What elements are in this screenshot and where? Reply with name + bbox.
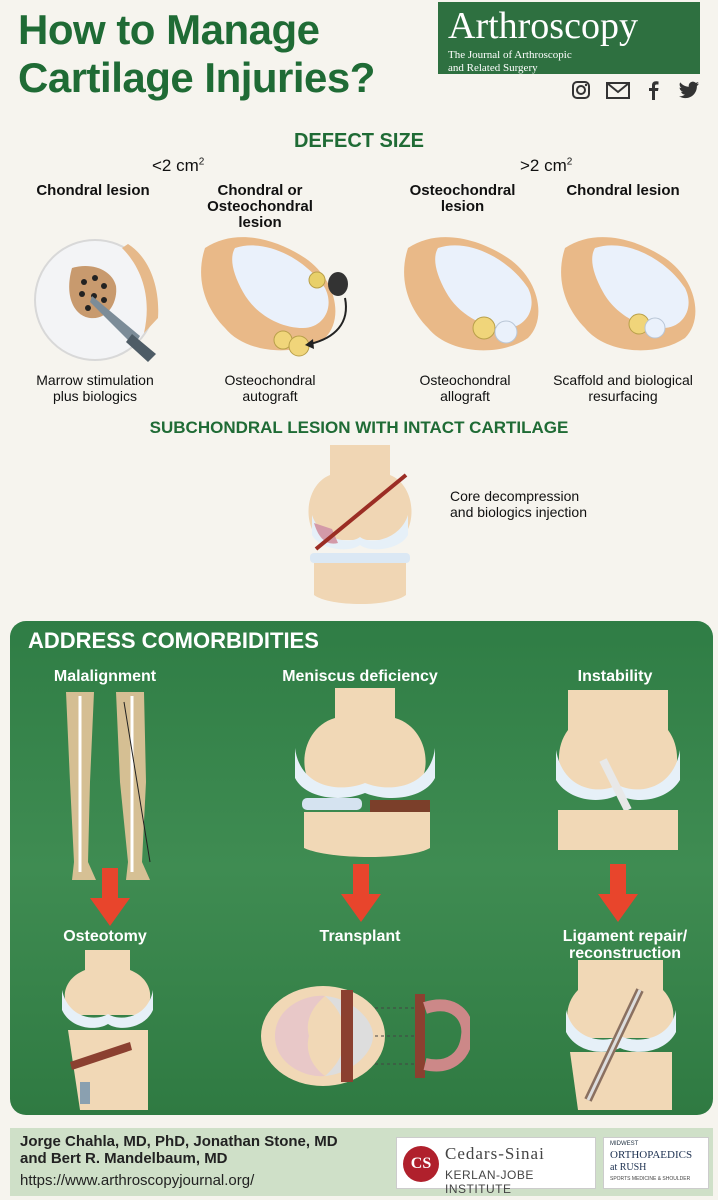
col2-caption-line-1: Osteochondral [224, 372, 316, 388]
col1-caption: Marrow stimulation plus biologics [15, 372, 175, 404]
title-line-1: How to Manage [18, 6, 320, 53]
treatment-ligament: Ligament repair/ reconstruction [540, 928, 710, 962]
rush-line-1: MIDWEST [610, 1141, 639, 1147]
cedars-name: Cedars-Sinai [445, 1144, 545, 1163]
instagram-icon[interactable] [570, 80, 592, 100]
treatment-transplant: Transplant [270, 928, 450, 945]
journal-name: Arthroscopy [448, 5, 638, 47]
arrow-down-icon [598, 864, 638, 922]
subchondral-caption-line-2: and biologics injection [450, 504, 587, 520]
problem-malalignment: Malalignment [30, 668, 180, 685]
arrow-down-icon [341, 864, 381, 922]
journal-logo[interactable]: Arthroscopy The Journal of Arthroscopic … [438, 2, 700, 74]
twitter-icon[interactable] [678, 80, 700, 100]
cedars-sinai-logo[interactable]: CS Cedars-Sinai KERLAN-JOBE INSTITUTE [396, 1137, 596, 1196]
osteochondral-autograft-illustration [201, 237, 348, 357]
meniscus-transplant-illustration [261, 986, 470, 1086]
col4-heading-line: Chondral lesion [566, 182, 680, 199]
col3-caption: Osteochondral allograft [390, 372, 540, 404]
treatment-ligament-line-1: Ligament repair/ [562, 928, 688, 945]
large-size-text: >2 cm [520, 156, 567, 175]
problem-instability: Instability [550, 668, 680, 685]
small-size-label: <2 cm2 [152, 156, 204, 176]
col2-caption: Osteochondral autograft [195, 372, 345, 404]
col2-heading-line-3: lesion [238, 214, 282, 231]
subchondral-caption: Core decompression and biologics injecti… [450, 488, 630, 520]
arrow-down-icon [90, 868, 130, 926]
journal-subtitle-line-1: The Journal of Arthroscopic [448, 49, 572, 61]
malalignment-legs-illustration [66, 692, 151, 880]
col3-caption-line-1: Osteochondral [419, 372, 511, 388]
journal-subtitle: The Journal of Arthroscopic and Related … [448, 49, 690, 75]
journal-url-link[interactable]: https://www.arthroscopyjournal.org/ [20, 1172, 255, 1189]
title-line-2: Cartilage Injuries? [18, 54, 375, 101]
col1-caption-line-1: Marrow stimulation [36, 372, 154, 388]
treatment-transplant-text: Transplant [319, 928, 401, 945]
subchondral-heading: SUBCHONDRAL LESION WITH INTACT CARTILAGE [149, 418, 569, 437]
osteochondral-allograft-illustration [404, 237, 539, 351]
defect-size-heading: DEFECT SIZE [293, 130, 424, 152]
authors-line-1: Jorge Chahla, MD, PhD, Jonathan Stone, M… [20, 1133, 338, 1150]
core-decompression-illustration [308, 445, 412, 604]
social-links [570, 80, 700, 100]
col1-heading: Chondral lesion [18, 183, 168, 199]
col4-caption-line-2: resurfacing [588, 388, 658, 404]
authors-line-2: and Bert R. Mandelbaum, MD [20, 1150, 228, 1167]
treatment-osteotomy-text: Osteotomy [63, 928, 147, 945]
problem-meniscus-text: Meniscus deficiency [282, 668, 438, 685]
col3-heading-line-2: lesion [440, 198, 485, 215]
col2-heading: Chondral or Osteochondral lesion [190, 183, 330, 231]
mail-icon[interactable] [606, 80, 630, 100]
authors: Jorge Chahla, MD, PhD, Jonathan Stone, M… [20, 1133, 338, 1167]
subchondral-caption-line-1: Core decompression [450, 488, 580, 504]
small-size-text: <2 cm [152, 156, 199, 175]
marrow-stimulation-illustration [34, 239, 159, 362]
col2-heading-line-1: Chondral or [217, 182, 303, 199]
treatment-osteotomy: Osteotomy [30, 928, 180, 945]
large-size-sup: 2 [566, 156, 573, 168]
col1-caption-line-2: plus biologics [52, 388, 138, 404]
problem-meniscus: Meniscus deficiency [270, 668, 450, 685]
rush-line-3: at RUSH [610, 1162, 647, 1173]
col2-caption-line-2: autograft [242, 388, 298, 404]
meniscus-knee-illustration [295, 688, 435, 857]
rush-line-2: ORTHOPAEDICS [610, 1149, 693, 1161]
page-title: How to Manage Cartilage Injuries? [18, 6, 375, 102]
scaffold-resurfacing-illustration [561, 237, 696, 351]
large-size-label: >2 cm2 [520, 156, 572, 176]
col4-caption-line-1: Scaffold and biological [553, 372, 693, 388]
osteotomy-knee-illustration [62, 950, 153, 1110]
col4-caption: Scaffold and biological resurfacing [538, 372, 708, 404]
ligament-reconstruction-illustration [566, 960, 676, 1110]
col3-heading: Osteochondral lesion [390, 183, 535, 215]
col3-heading-line-1: Osteochondral [409, 182, 516, 199]
cedars-monogram-icon: CS [403, 1146, 439, 1182]
instability-knee-illustration [556, 690, 680, 850]
small-size-sup: 2 [198, 156, 205, 168]
journal-subtitle-line-2: and Related Surgery [448, 62, 538, 74]
col2-heading-line-2: Osteochondral [207, 198, 313, 215]
facebook-icon[interactable] [642, 80, 664, 100]
problem-malalignment-text: Malalignment [53, 668, 157, 685]
col3-caption-line-2: allograft [440, 388, 490, 404]
rush-line-4: SPORTS MEDICINE & SHOULDER [610, 1176, 691, 1182]
problem-instability-text: Instability [577, 668, 653, 685]
col4-heading: Chondral lesion [548, 183, 698, 199]
treatment-ligament-line-2: reconstruction [568, 945, 681, 962]
col1-heading-line: Chondral lesion [36, 182, 150, 199]
comorbidities-heading: ADDRESS COMORBIDITIES [28, 628, 319, 653]
midwest-ortho-logo[interactable]: MIDWEST ORTHOPAEDICS at RUSH SPORTS MEDI… [603, 1137, 709, 1189]
kerlan-jobe-name: KERLAN-JOBE INSTITUTE [445, 1168, 534, 1196]
